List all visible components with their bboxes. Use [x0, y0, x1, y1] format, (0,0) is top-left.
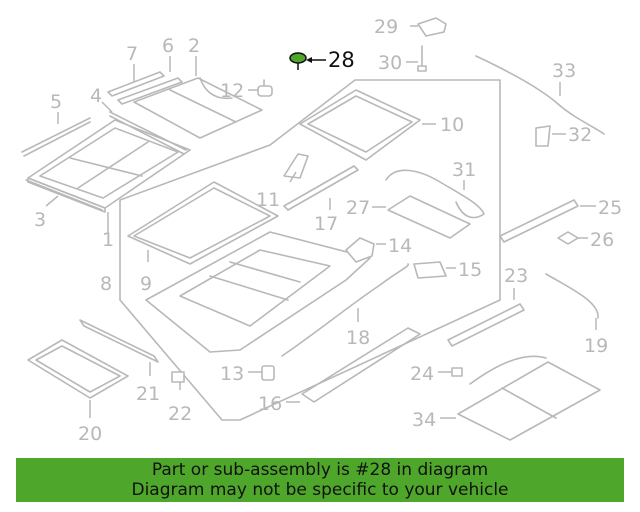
callout-26: 26: [590, 229, 614, 251]
callout-31: 31: [452, 159, 476, 181]
callout-7: 7: [126, 43, 138, 65]
callout-2: 2: [188, 35, 200, 57]
callout-29: 29: [374, 16, 398, 38]
part-11-bracket: [283, 153, 309, 179]
part-26-clip: [557, 231, 579, 245]
part-22-clip: [171, 371, 185, 383]
callout-34: 34: [412, 409, 436, 431]
part-1-glass-panel: [27, 119, 191, 213]
callout-1: 1: [102, 229, 114, 251]
banner-line-1: Part or sub-assembly is #28 in diagram: [151, 460, 489, 480]
callout-16: 16: [258, 393, 282, 415]
part-24-clip: [451, 367, 463, 377]
part-15-bracket: [413, 261, 447, 279]
part-7-trim: [107, 71, 165, 97]
part-32-clip: [535, 125, 551, 147]
callout-17: 17: [314, 213, 338, 235]
assembly-boundary: [119, 79, 501, 421]
part-6-trim: [117, 77, 183, 105]
leaders: [45, 25, 597, 419]
banner-line-2: Diagram may not be specific to your vehi…: [131, 480, 509, 500]
callout-14: 14: [388, 235, 412, 257]
part-9-seal: [127, 181, 279, 265]
part-4-deflector: [109, 111, 187, 155]
callout-9: 9: [140, 273, 152, 295]
part-2-rear-panel: [133, 77, 263, 139]
part-8-headliner-frame: [145, 231, 371, 353]
callout-8: 8: [100, 273, 112, 295]
callout-19: 19: [584, 335, 608, 357]
parts-diagram: 28 29 30 33 32 10 31 27 25 26 14 15 23 1…: [21, 16, 622, 445]
part-29-bracket: [417, 17, 447, 37]
callout-22: 22: [168, 403, 192, 425]
part-16-side-rail: [301, 327, 421, 403]
callout-25: 25: [598, 197, 622, 219]
callout-labels: 28 29 30 33 32 10 31 27 25 26 14 15 23 1…: [34, 16, 622, 445]
callout-12: 12: [220, 80, 244, 102]
callout-4: 4: [90, 85, 102, 107]
callout-24: 24: [410, 363, 434, 385]
part-17-rail: [283, 165, 359, 211]
part-19-cable: [545, 273, 599, 319]
callout-13: 13: [220, 363, 244, 385]
part-21-strip: [79, 319, 159, 363]
callout-21: 21: [136, 383, 160, 405]
part-31-harness: [385, 169, 485, 219]
callout-33: 33: [552, 60, 576, 82]
part-5-weatherstrip: [21, 117, 91, 157]
callout-15: 15: [458, 259, 482, 281]
callout-18: 18: [346, 327, 370, 349]
callout-5: 5: [50, 91, 62, 113]
part-28-highlight: [289, 52, 307, 70]
part-23-strip: [447, 303, 525, 347]
callout-3: 3: [34, 209, 46, 231]
part-10-frame: [299, 89, 421, 161]
callout-6: 6: [162, 35, 174, 57]
part-25-strip: [499, 199, 579, 243]
callout-10: 10: [440, 114, 464, 136]
part-18-cable: [281, 263, 409, 357]
part-3-seal-strip: [25, 179, 103, 211]
callout-11: 11: [256, 189, 280, 211]
part-20-glass: [27, 339, 129, 399]
part-30-bolt: [417, 45, 427, 72]
part-34-sunshade: [457, 355, 601, 441]
callout-27: 27: [346, 197, 370, 219]
callout-30: 30: [378, 52, 402, 74]
info-banner: Part or sub-assembly is #28 in diagram D…: [16, 458, 624, 502]
callout-20: 20: [78, 423, 102, 445]
callout-28: 28: [328, 48, 355, 72]
part-33-cable: [475, 55, 605, 135]
part-13-clip: [261, 365, 275, 381]
part-12-clip: [257, 79, 273, 97]
part-27-panel: [387, 195, 471, 239]
callout-32: 32: [568, 124, 592, 146]
callout-23: 23: [504, 265, 528, 287]
part-14-motor: [345, 237, 375, 263]
